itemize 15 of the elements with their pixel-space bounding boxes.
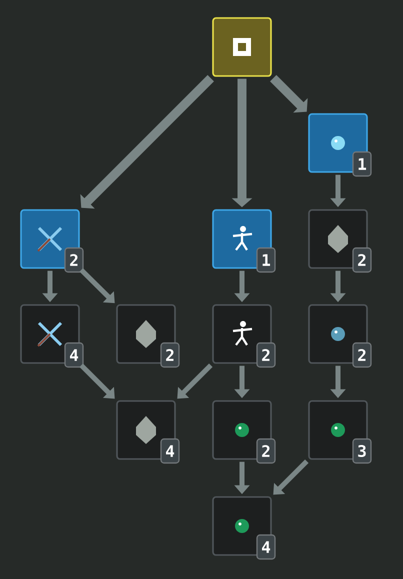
- count-badge: 2: [256, 438, 276, 464]
- count-badge: 4: [160, 438, 180, 464]
- arrow: [79, 363, 115, 399]
- count-badge: 2: [256, 342, 276, 368]
- arrow: [177, 363, 213, 399]
- count-badge: 2: [352, 247, 372, 273]
- count-badge: 4: [256, 534, 276, 560]
- count-badge: 2: [64, 247, 84, 273]
- count-badge: 4: [64, 342, 84, 368]
- arrow: [273, 459, 309, 495]
- count-badge: 2: [160, 342, 180, 368]
- count-badge: 1: [256, 247, 276, 273]
- count-badge: 2: [352, 342, 372, 368]
- count-badge: 3: [352, 438, 372, 464]
- count-badge: 1: [352, 151, 372, 177]
